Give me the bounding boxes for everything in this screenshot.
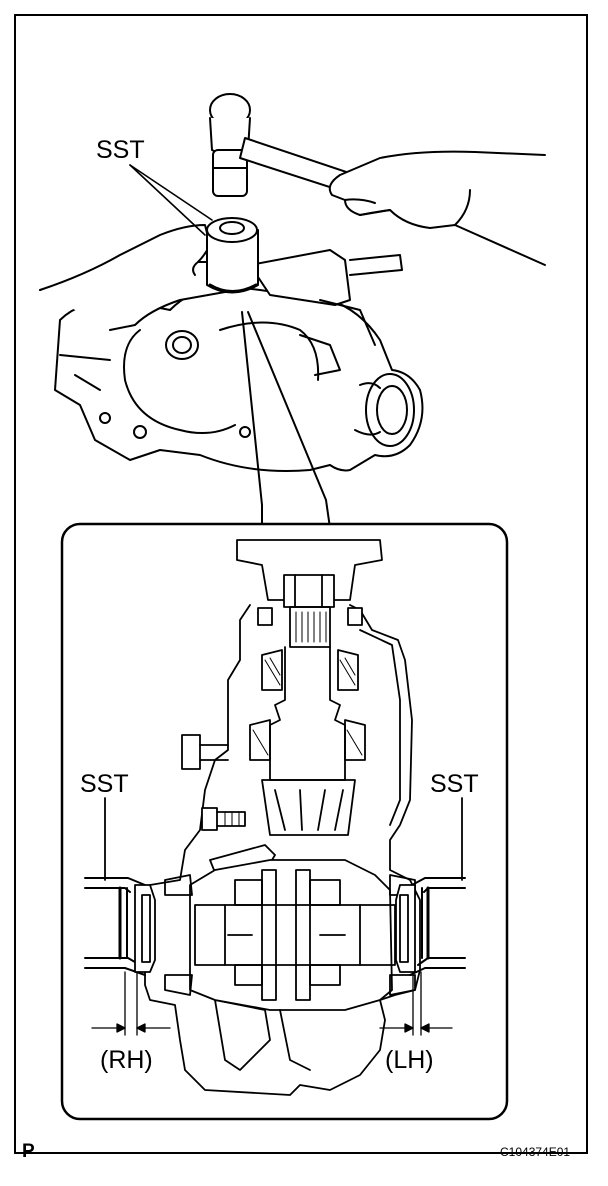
sst-tool-right <box>409 877 466 976</box>
dimension-lh <box>379 971 453 1036</box>
figure-code: C104374E01 <box>500 1145 571 1159</box>
corner-mark: P <box>22 1141 35 1162</box>
figure-frame <box>14 14 588 1154</box>
oil-seal-rh <box>134 884 156 973</box>
dimension-rh <box>91 971 171 1036</box>
sst-side-leaders <box>104 797 463 881</box>
hand-left-icon <box>39 224 243 331</box>
sst-tool-top <box>206 217 259 294</box>
lh-label: (LH) <box>385 1046 434 1074</box>
sst-top-label: SST <box>96 136 145 164</box>
rh-label: (RH) <box>100 1046 153 1074</box>
differential-housing-top <box>39 249 424 472</box>
hand-right-icon <box>328 150 546 266</box>
oil-seal-lh <box>395 884 416 973</box>
differential-cross-section <box>144 539 421 1096</box>
sst-right-label: SST <box>430 770 479 798</box>
sst-top-leaders <box>129 164 213 236</box>
sst-left-label: SST <box>80 770 129 798</box>
callout-lines <box>241 311 331 529</box>
